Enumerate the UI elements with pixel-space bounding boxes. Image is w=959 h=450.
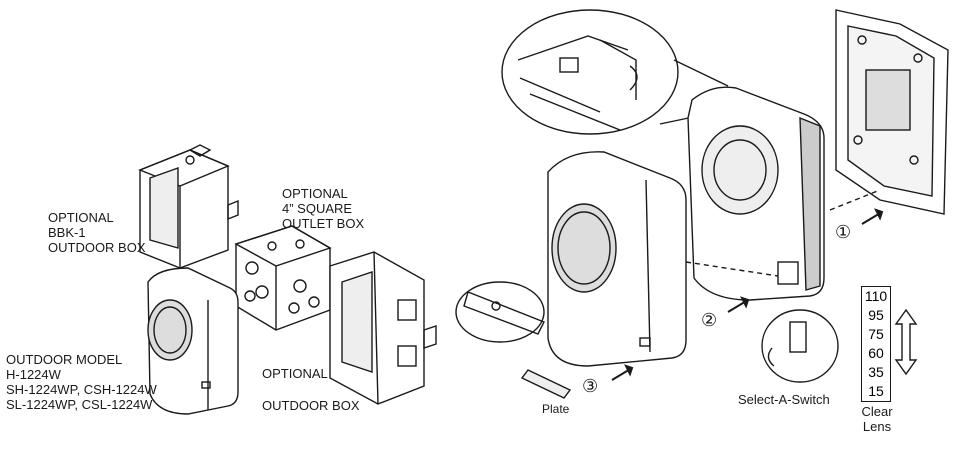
candela-value: 95 (868, 307, 884, 323)
label-select-a-switch: Select-A-Switch (738, 392, 830, 407)
mounting-plate-drawing (835, 9, 949, 215)
arrow-1 (861, 208, 884, 225)
label-line: OUTDOOR MODEL (6, 352, 123, 367)
label-line: H-1224W (6, 367, 61, 382)
label-optional-outdoor-1: OPTIONAL (262, 366, 328, 381)
candela-settings-list: 110 95 75 60 35 15 (861, 286, 891, 402)
label-line: OPTIONAL (48, 210, 114, 225)
label-line: Clear (861, 404, 893, 419)
label-line: Lens (862, 419, 892, 434)
label-outdoor-model: OUTDOOR MODEL H-1224W SH-1224WP, CSH-122… (6, 352, 157, 412)
step-3-marker: ③ (582, 376, 599, 397)
double-arrow (894, 308, 918, 376)
candela-value: 15 (868, 383, 884, 399)
outdoor-model-speaker-drawing (147, 267, 239, 415)
candela-value: 35 (868, 364, 884, 380)
candela-value: 60 (868, 345, 884, 361)
label-optional-bbk1: OPTIONAL BBK-1 OUTDOOR BOX (48, 210, 146, 255)
candela-value: 110 (864, 288, 888, 304)
label-optional-square-box: OPTIONAL 4” SQUARE OUTLET BOX (282, 186, 364, 231)
candela-value: 75 (868, 326, 884, 342)
bbk1-box-drawing (138, 144, 239, 269)
speaker-front-drawing (547, 151, 687, 367)
label-line: OPTIONAL (282, 186, 348, 201)
plate-detail-drawing (455, 281, 545, 343)
label-line: SH-1224WP, CSH-1224W (6, 382, 157, 397)
arrow-2 (727, 296, 750, 313)
optional-outdoor-box-drawing (329, 251, 437, 405)
step-2-marker: ② (701, 310, 718, 331)
label-line: OUTDOOR BOX (48, 240, 146, 255)
label-line: OUTLET BOX (282, 216, 365, 231)
magnified-detail-drawing (501, 9, 729, 135)
select-a-switch-detail-drawing (761, 309, 839, 383)
arrow-3 (611, 364, 634, 381)
label-plate: Plate (542, 402, 570, 416)
label-clear-lens: Clear Lens (857, 404, 897, 434)
square-outlet-box-drawing (234, 225, 332, 331)
speaker-rear-drawing (687, 86, 825, 301)
step-1-marker: ① (835, 222, 852, 243)
label-line: 4” SQUARE (282, 201, 353, 216)
loose-plate-drawing (520, 369, 572, 399)
label-line: SL-1224WP, CSL-1224W (6, 397, 153, 412)
label-optional-outdoor-2: OUTDOOR BOX (262, 398, 360, 413)
label-line: BBK-1 (48, 225, 86, 240)
